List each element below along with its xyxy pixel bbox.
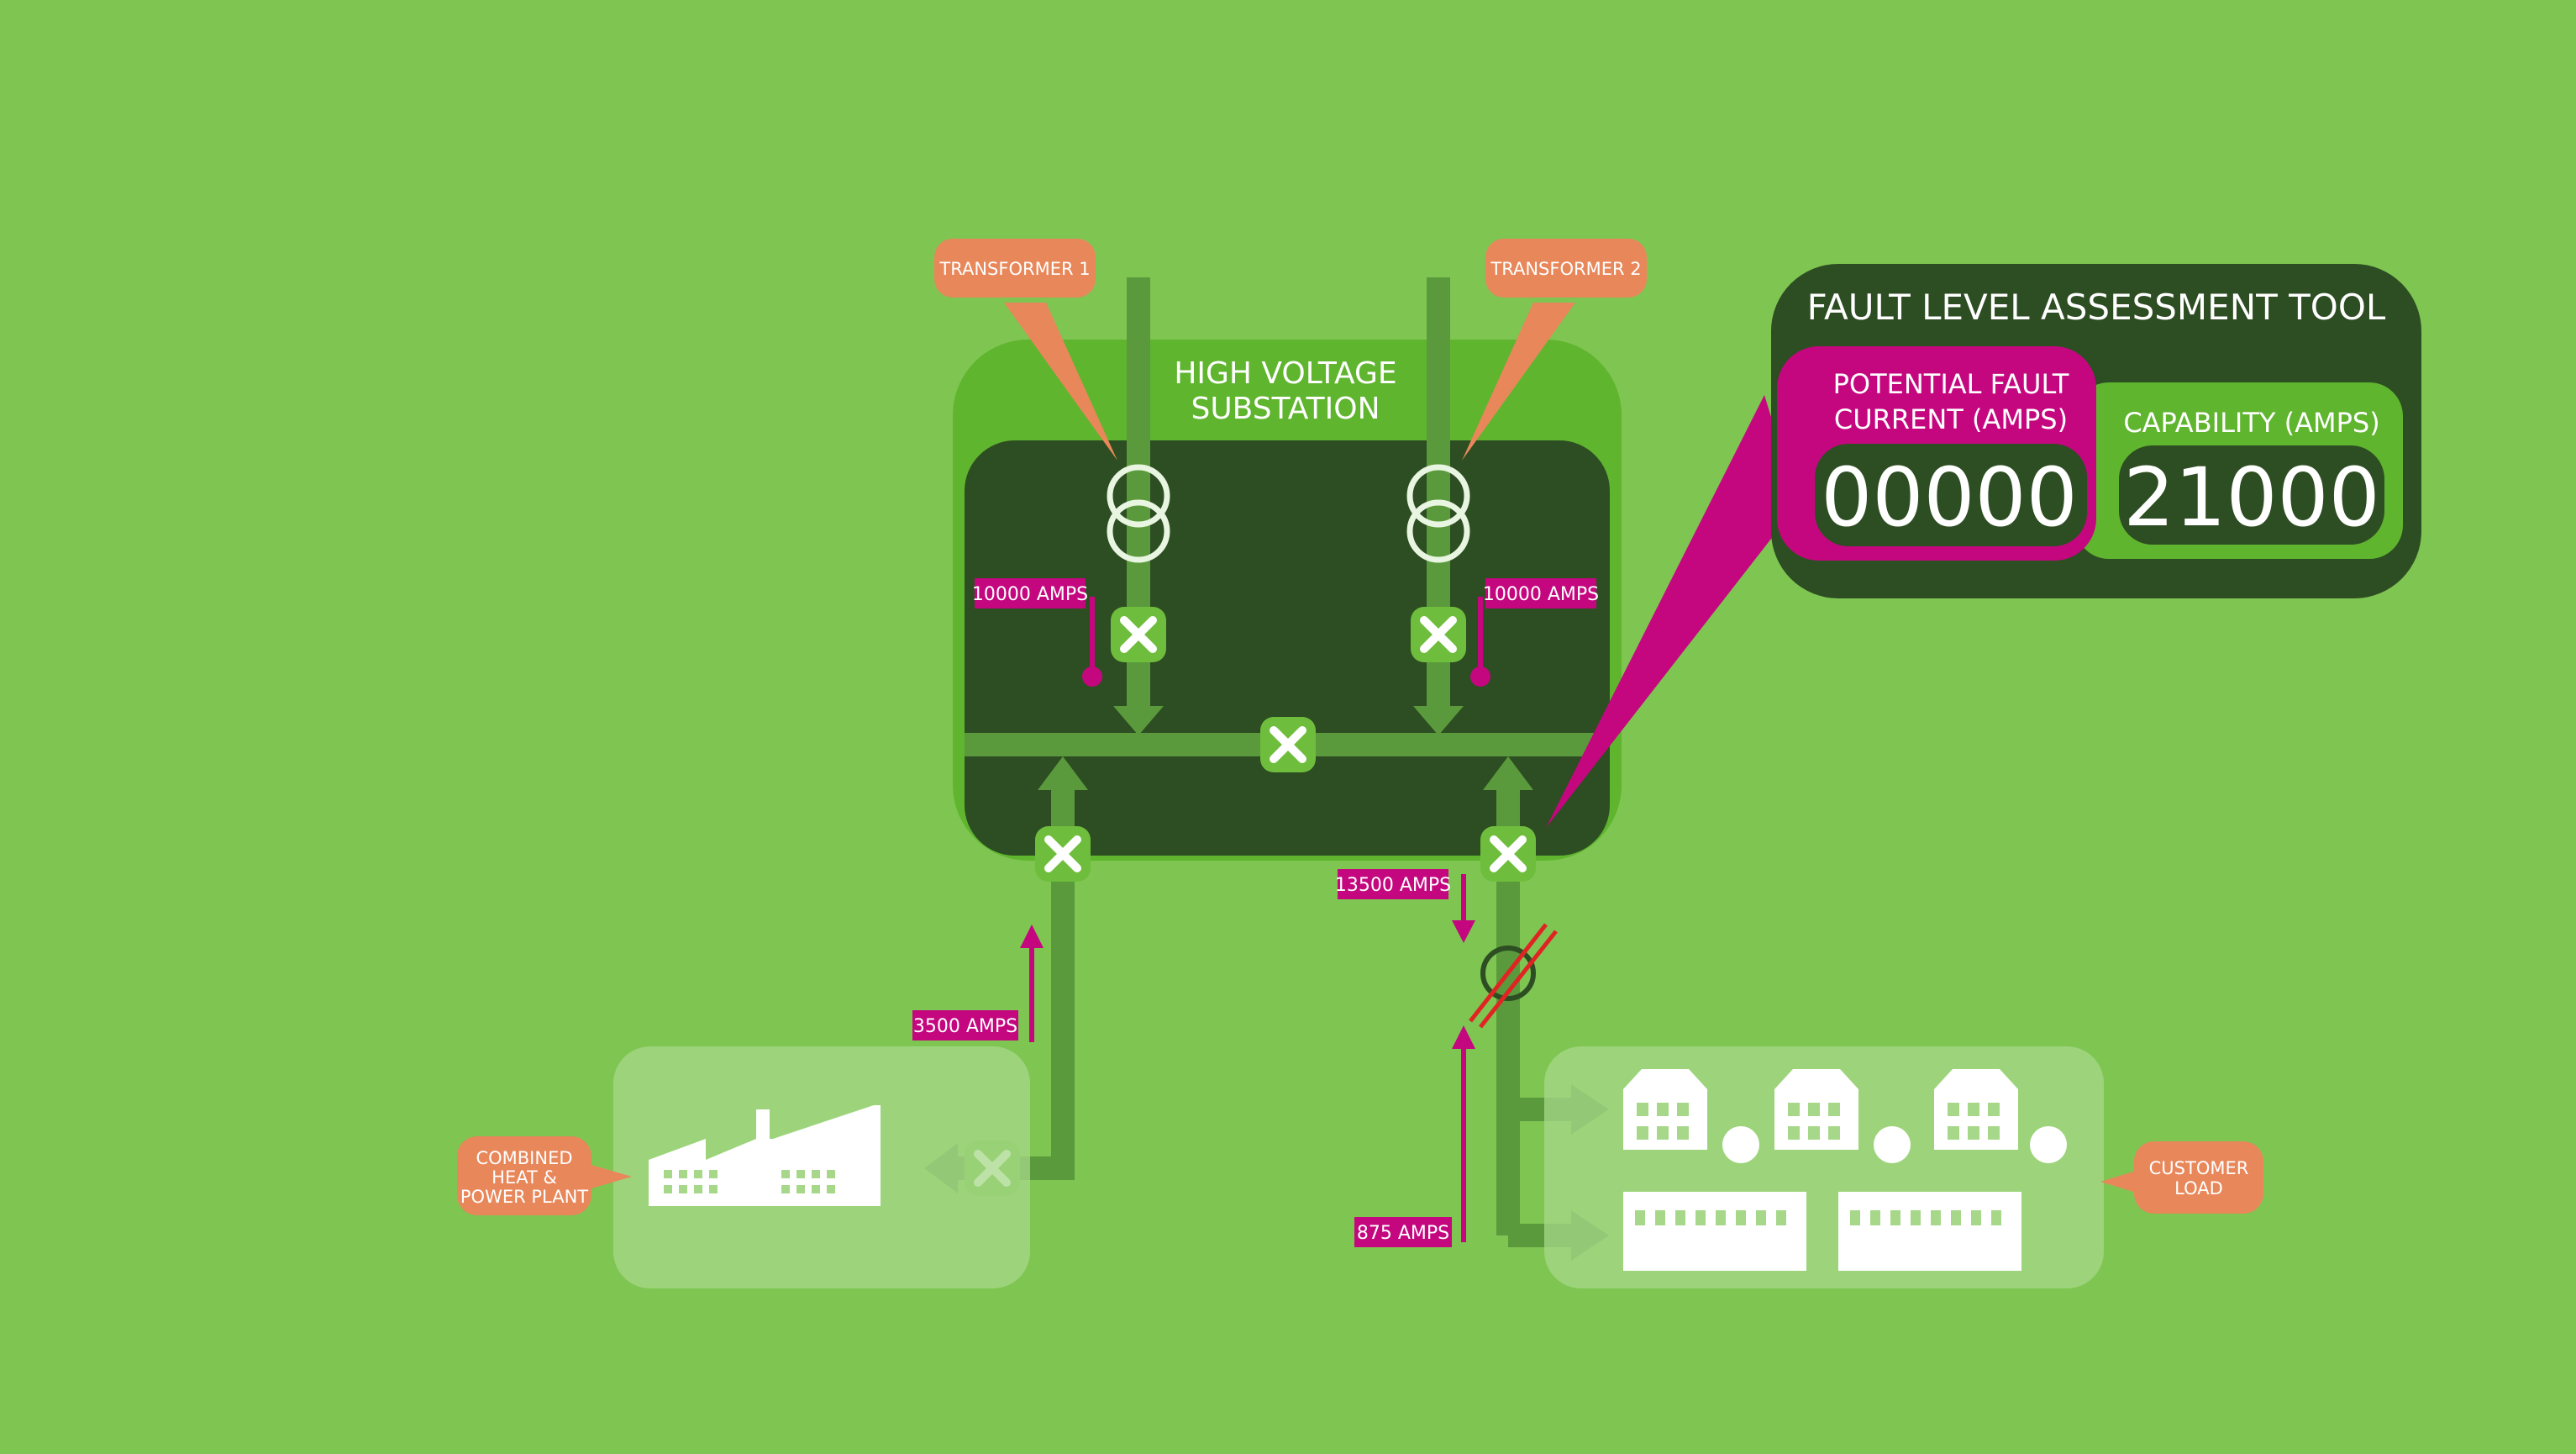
potential-fault-value: 00000 bbox=[1821, 450, 2077, 545]
transformer-1-coil-top bbox=[1107, 464, 1170, 528]
breaker-chp-feeder bbox=[1035, 826, 1091, 882]
customer-up-arrowhead bbox=[1483, 756, 1533, 790]
transformer-2-symbol bbox=[1406, 464, 1470, 563]
breaker-t2 bbox=[1411, 607, 1466, 662]
potential-fault-label-line1: POTENTIAL FAULT bbox=[1833, 368, 2069, 400]
customer-label-line1: CUSTOMER bbox=[2149, 1158, 2249, 1178]
breaker-bus-coupler bbox=[1260, 717, 1316, 772]
t2-arrowhead bbox=[1413, 706, 1464, 735]
transformer-2-coil-bottom bbox=[1406, 499, 1470, 563]
customer-amps-label: 875 AMPS bbox=[1357, 1223, 1449, 1244]
t1-arrowhead bbox=[1113, 706, 1164, 735]
transformer-2-label: TRANSFORMER 2 bbox=[1490, 259, 1641, 279]
transformer-2-coil-top bbox=[1406, 464, 1470, 528]
potential-fault-value-box bbox=[1815, 444, 2087, 546]
chp-callout: COMBINED HEAT & POWER PLANT bbox=[457, 1136, 632, 1215]
transformer-1-label: TRANSFORMER 1 bbox=[938, 259, 1090, 279]
customer-callout: CUSTOMER LOAD bbox=[2100, 1141, 2263, 1214]
substation-title-line2: SUBSTATION bbox=[1191, 392, 1380, 426]
chp-up-arrowhead bbox=[1038, 756, 1088, 790]
chp-amps-label: 3500 AMPS bbox=[913, 1016, 1017, 1037]
potential-fault-label-line2: CURRENT (AMPS) bbox=[1834, 403, 2068, 435]
customer-load-panel bbox=[1544, 1046, 2104, 1288]
customer-label-line2: LOAD bbox=[2174, 1178, 2223, 1198]
factory-icon bbox=[649, 1105, 881, 1206]
capability-value: 21000 bbox=[2123, 450, 2379, 545]
tool-title: FAULT LEVEL ASSESSMENT TOOL bbox=[1807, 287, 2386, 328]
tool-pointer bbox=[1546, 395, 1798, 828]
terrace-1-icon bbox=[1623, 1192, 1806, 1271]
chp-plant-panel bbox=[613, 1046, 1030, 1288]
substation-title-line1: HIGH VOLTAGE bbox=[1174, 356, 1396, 391]
t2-amps-indicator: 10000 AMPS bbox=[1470, 578, 1599, 687]
feeder-amps-label: 13500 AMPS bbox=[1335, 875, 1451, 896]
transformer-1-coil-bottom bbox=[1107, 499, 1170, 563]
chp-label-line3: POWER PLANT bbox=[460, 1187, 588, 1207]
transformer-1-callout: TRANSFORMER 1 bbox=[934, 239, 1117, 461]
t2-amps-label: 10000 AMPS bbox=[1483, 584, 1599, 605]
transformer-1-symbol bbox=[1107, 464, 1170, 563]
current-indicators: 10000 AMPS 10000 AMPS 13500 AMPS 3500 AM… bbox=[912, 578, 1599, 1247]
transformer-2-callout: TRANSFORMER 2 bbox=[1462, 239, 1647, 461]
t1-amps-indicator: 10000 AMPS bbox=[972, 578, 1102, 687]
fault-level-tool: FAULT LEVEL ASSESSMENT TOOL CAPABILITY (… bbox=[1546, 264, 2421, 828]
feeder-amps-indicator: 13500 AMPS bbox=[1335, 869, 1475, 943]
circuit-breakers bbox=[965, 607, 1536, 1196]
breaker-t1 bbox=[1111, 607, 1166, 662]
chp-amps-indicator: 3500 AMPS bbox=[912, 925, 1044, 1042]
house-windows bbox=[1635, 1103, 2001, 1225]
breaker-customer-feeder bbox=[1480, 826, 1536, 882]
customer-amps-indicator: 875 AMPS bbox=[1354, 1025, 1475, 1247]
chp-label-line1: COMBINED bbox=[476, 1148, 572, 1168]
t1-amps-label: 10000 AMPS bbox=[972, 584, 1088, 605]
chp-label-line2: HEAT & bbox=[492, 1167, 557, 1188]
terrace-2-icon bbox=[1838, 1192, 2021, 1271]
capability-value-box bbox=[2119, 445, 2384, 545]
capability-label: CAPABILITY (AMPS) bbox=[2123, 407, 2379, 439]
fault-limiter-icon bbox=[1469, 923, 1558, 1029]
